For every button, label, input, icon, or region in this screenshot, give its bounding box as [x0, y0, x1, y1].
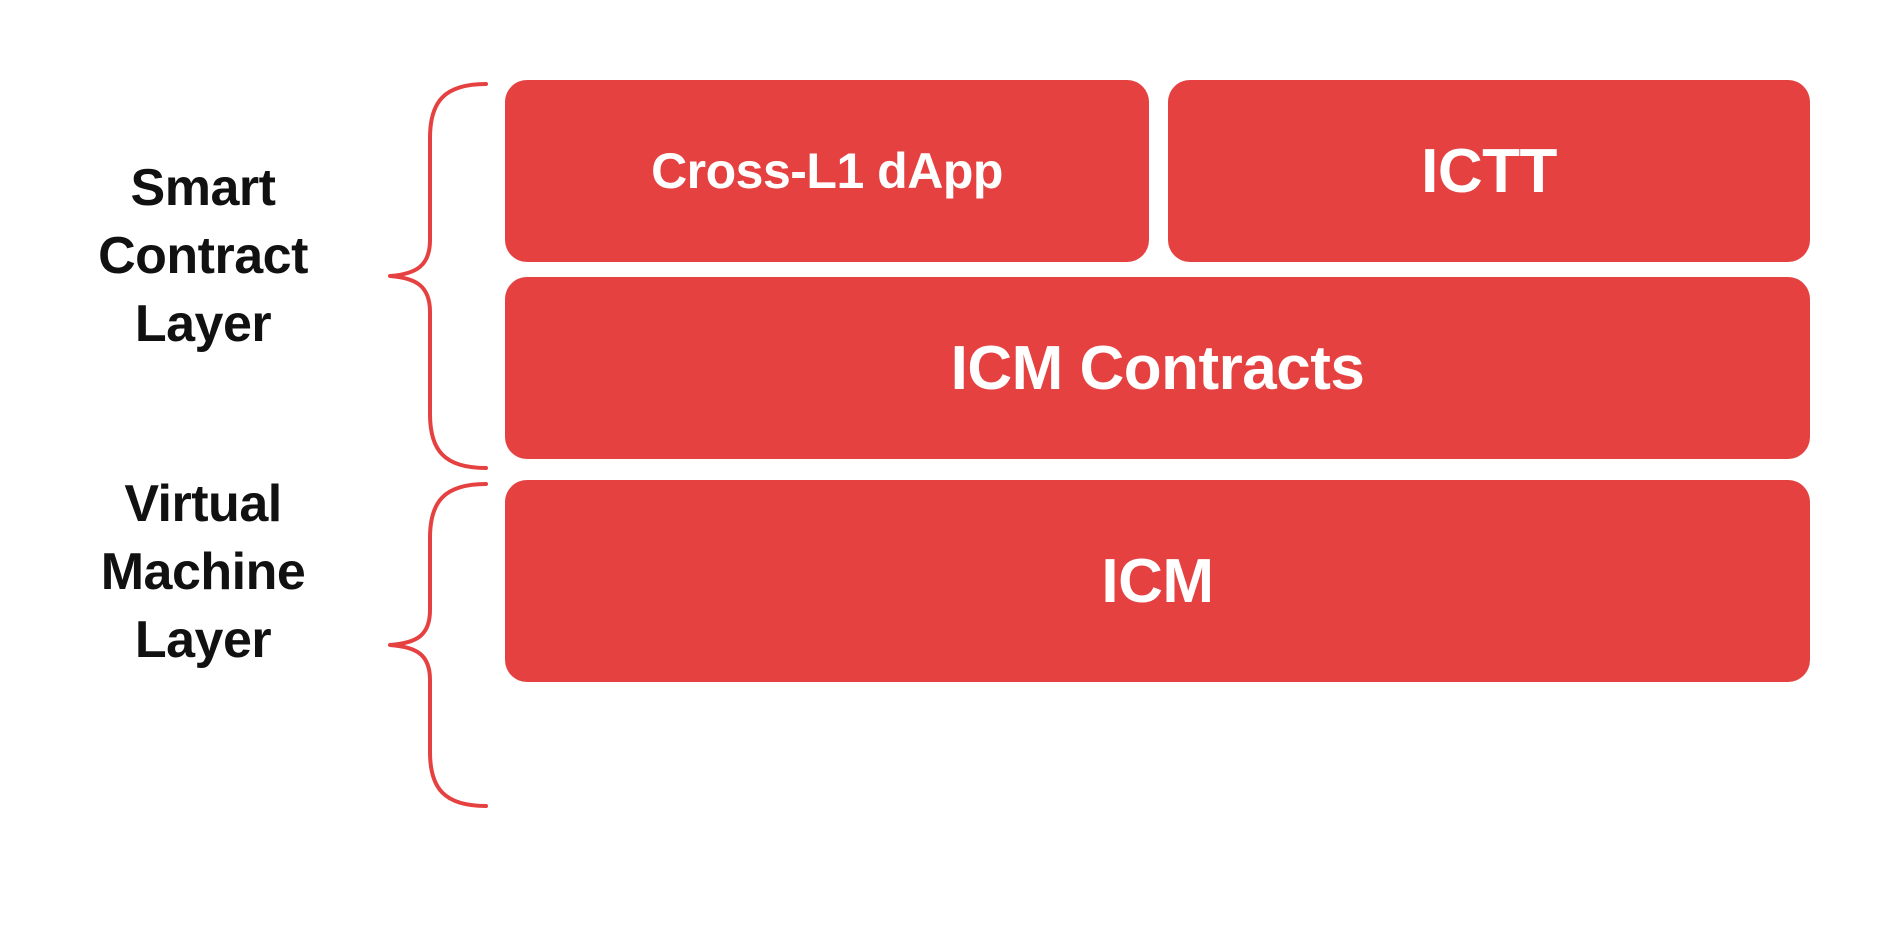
box-ictt[interactable]: ICTT — [1168, 80, 1810, 262]
box-cross-l1-dapp[interactable]: Cross-L1 dApp — [505, 80, 1149, 262]
group-label-virtual-machine-layer: Virtual Machine Layer — [100, 475, 306, 669]
left-curly-brace-icon — [368, 80, 498, 472]
group-label-smart-contract-layer: Smart Contract Layer — [98, 159, 308, 353]
box-icm-contracts[interactable]: ICM Contracts — [505, 277, 1810, 459]
box-icm[interactable]: ICM — [505, 480, 1810, 682]
left-curly-brace-icon — [368, 480, 498, 810]
